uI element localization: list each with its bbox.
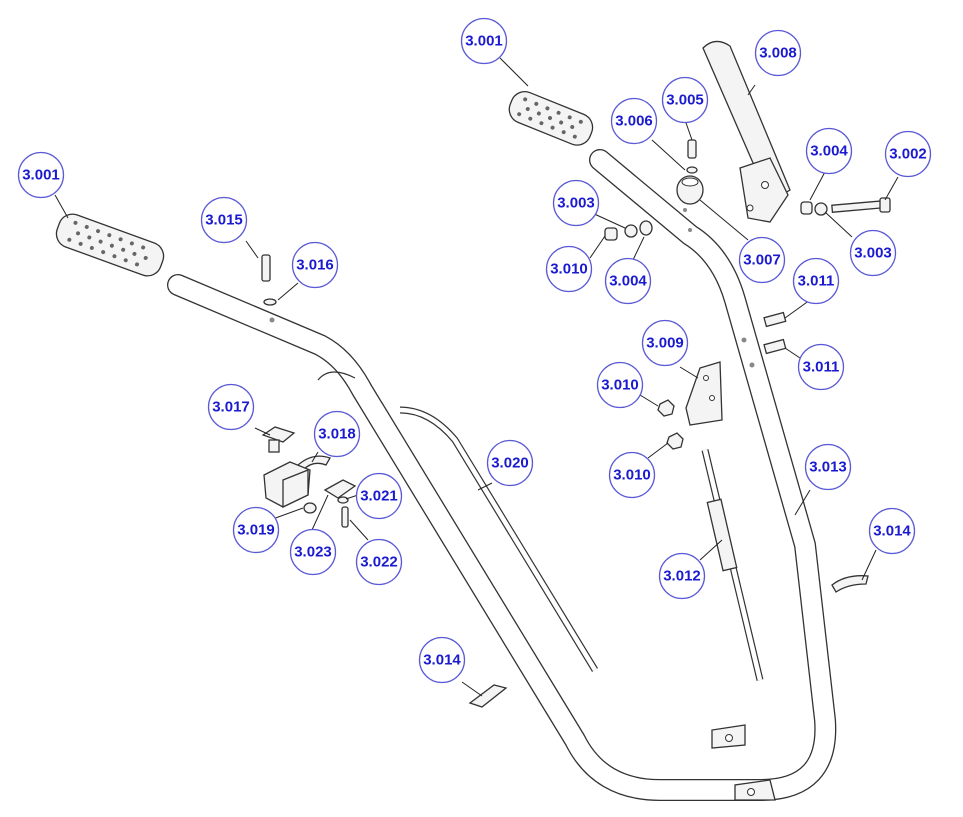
callout: 3.013 (804, 443, 852, 491)
washer-3-003-left (624, 224, 638, 238)
callout: 3.004 (805, 127, 853, 175)
callout: 3.023 (289, 528, 337, 576)
clamp-3-021 (323, 479, 357, 499)
svg-text:3.014: 3.014 (873, 523, 911, 540)
svg-text:3.013: 3.013 (809, 459, 847, 476)
svg-text:3.002: 3.002 (889, 146, 927, 163)
svg-text:3.007: 3.007 (743, 252, 781, 269)
bottom-bracket-rear (734, 779, 776, 801)
housing-3-019 (263, 461, 311, 509)
bottom-bracket-front (711, 724, 746, 749)
callout: 3.018 (313, 410, 361, 458)
svg-text:3.011: 3.011 (798, 273, 835, 290)
nut-3-010-top (604, 227, 618, 241)
bushing-3-007 (676, 175, 704, 205)
nut-3-010-mid (657, 399, 675, 417)
screw-3-022 (341, 506, 349, 528)
bolt-3-011-upper (763, 311, 787, 328)
clip-3-018 (297, 455, 331, 471)
callout: 3.007 (738, 236, 786, 284)
svg-text:3.021: 3.021 (360, 488, 398, 505)
callout: 3.010 (608, 451, 656, 499)
bolt-3-002 (831, 197, 891, 213)
nut-3-019 (303, 502, 317, 514)
callout: 3.015 (200, 196, 248, 244)
cable-rod (399, 406, 598, 672)
washer-3-016 (263, 298, 277, 306)
callout: 3.021 (355, 472, 403, 520)
callout: 3.011 (792, 257, 840, 305)
washer-3-006 (686, 166, 698, 174)
callout: 3.019 (232, 506, 280, 554)
callout: 3.006 (610, 97, 658, 145)
callouts: 3.001 3.001 3.002 3.003 3.003 3.004 3.00… (17, 17, 932, 684)
callout: 3.001 (460, 17, 508, 65)
svg-text:3.011: 3.011 (803, 359, 840, 376)
callout: 3.004 (604, 257, 652, 305)
callout: 3.008 (754, 29, 802, 77)
callout: 3.005 (661, 76, 709, 124)
control-rod (701, 449, 764, 681)
callout: 3.017 (207, 383, 255, 431)
callout: 3.011 (797, 343, 845, 391)
washer-3-021 (337, 496, 349, 504)
svg-text:3.004: 3.004 (609, 273, 647, 290)
callout: 3.010 (596, 361, 644, 409)
clip-3-014-right (831, 575, 869, 593)
nut-3-004-left (639, 220, 653, 236)
callout: 3.003 (849, 229, 897, 277)
svg-text:3.015: 3.015 (205, 212, 243, 229)
svg-text:3.022: 3.022 (360, 554, 398, 571)
callout: 3.012 (658, 552, 706, 600)
svg-text:3.006: 3.006 (615, 113, 653, 130)
callout: 3.016 (291, 241, 339, 289)
svg-text:3.003: 3.003 (557, 195, 595, 212)
callout: 3.020 (486, 439, 534, 487)
svg-text:3.008: 3.008 (759, 45, 797, 62)
svg-text:3.010: 3.010 (550, 261, 588, 278)
callout: 3.010 (545, 245, 593, 293)
washer-3-003-right (814, 202, 828, 216)
cable-curve (317, 371, 356, 381)
svg-text:3.003: 3.003 (854, 245, 892, 262)
bolt-3-011-lower (763, 338, 787, 355)
callout: 3.014 (868, 507, 916, 555)
nut-3-010-low (666, 432, 684, 450)
svg-text:3.001: 3.001 (22, 167, 60, 184)
bolt-3-015 (261, 254, 271, 282)
svg-text:3.009: 3.009 (646, 335, 684, 352)
nut-3-004-right (800, 201, 813, 215)
callout: 3.003 (552, 179, 600, 227)
callout: 3.001 (17, 151, 65, 199)
svg-text:3.023: 3.023 (294, 544, 332, 561)
upper-tube (702, 40, 791, 223)
callout: 3.009 (641, 319, 689, 367)
screw-3-005 (687, 139, 697, 159)
svg-text:3.010: 3.010 (601, 377, 639, 394)
svg-text:3.016: 3.016 (296, 257, 334, 274)
svg-text:3.004: 3.004 (810, 143, 848, 160)
left-grip (55, 213, 165, 277)
switch-3-017 (261, 426, 296, 453)
clip-3-014-left (468, 684, 508, 708)
svg-text:3.001: 3.001 (465, 33, 503, 50)
svg-text:3.014: 3.014 (423, 652, 461, 669)
callout: 3.014 (418, 636, 466, 684)
callout: 3.002 (884, 130, 932, 178)
svg-text:3.005: 3.005 (666, 92, 704, 109)
right-grip (508, 91, 594, 146)
svg-text:3.012: 3.012 (663, 568, 701, 585)
svg-text:3.019: 3.019 (237, 522, 275, 539)
callout: 3.022 (355, 538, 403, 586)
svg-text:3.020: 3.020 (491, 455, 529, 472)
svg-text:3.010: 3.010 (613, 467, 651, 484)
svg-text:3.017: 3.017 (212, 399, 250, 416)
svg-text:3.018: 3.018 (318, 426, 356, 443)
bracket-3-009 (685, 361, 723, 426)
